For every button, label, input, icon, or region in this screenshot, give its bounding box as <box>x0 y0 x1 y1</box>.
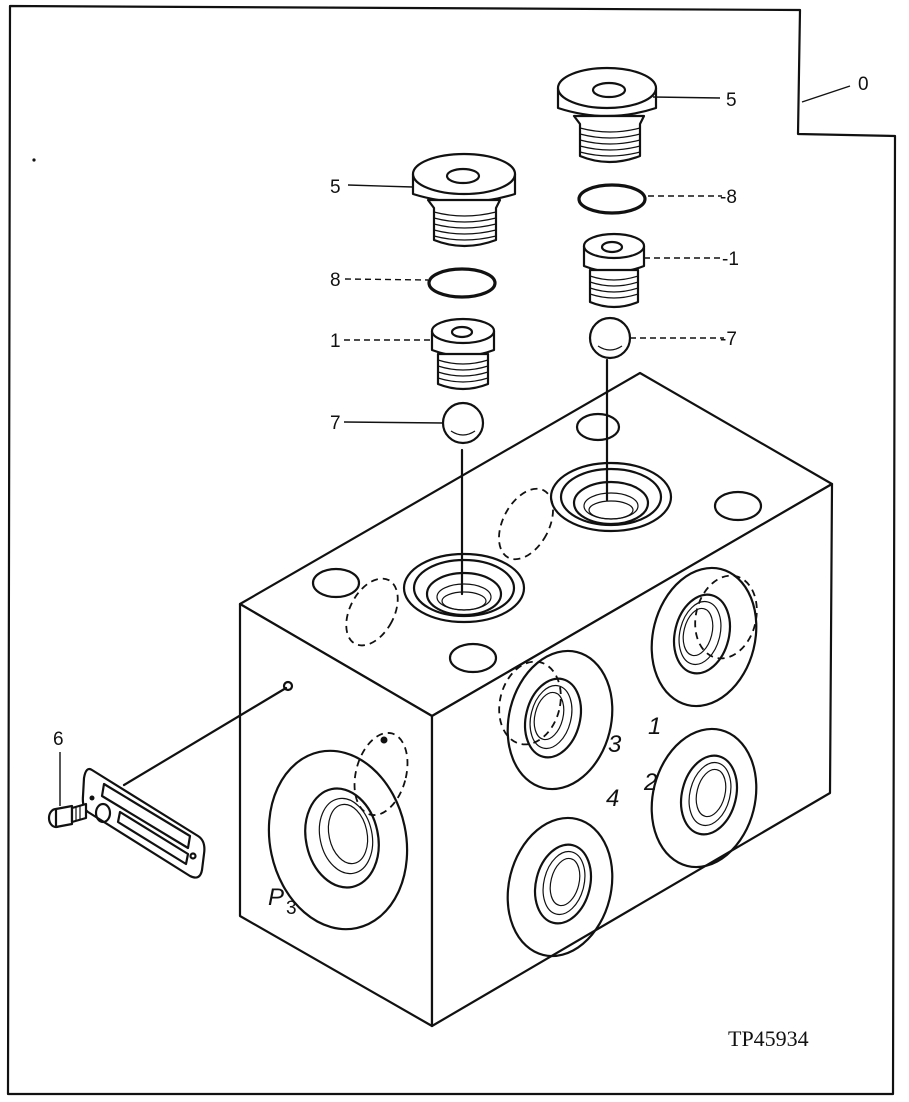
port-3 <box>498 649 614 791</box>
port-3-label: 3 <box>608 731 622 758</box>
ball-right <box>588 316 632 360</box>
callout-5-right: 5 <box>726 90 737 111</box>
port-2-label: 2 <box>643 769 657 796</box>
ball-left <box>441 401 485 445</box>
speck <box>32 158 36 162</box>
drawing-code: TP45934 <box>728 1026 809 1051</box>
port-p3-subscript: 3 <box>286 898 297 919</box>
port-4 <box>506 816 614 958</box>
callout-6: 6 <box>53 729 64 750</box>
callout-assembly: 0 <box>858 74 869 95</box>
callout-5-left: 5 <box>330 177 341 198</box>
plug-small-left <box>430 317 496 391</box>
callout-1-right: -1 <box>722 249 739 270</box>
callout-7-right: -7 <box>720 329 737 350</box>
callout-8-left: 8 <box>330 270 341 291</box>
callout-7-left: 7 <box>330 413 341 434</box>
plug-small-right <box>582 232 646 309</box>
top-port-left <box>402 552 526 624</box>
diagram-frame <box>6 4 897 1096</box>
valve-block <box>238 371 834 1028</box>
top-port-right <box>549 461 673 533</box>
callout-8-right: -8 <box>720 187 737 208</box>
callout-1-left: 1 <box>330 331 341 352</box>
port-4-label: 4 <box>606 785 619 812</box>
leader-lines <box>59 85 851 806</box>
plug-large-right <box>556 66 658 164</box>
oring-right <box>577 183 647 215</box>
port-p3 <box>267 680 409 931</box>
port-1-label: 1 <box>648 713 661 740</box>
port-2 <box>650 727 758 869</box>
plug-large-left <box>411 152 517 248</box>
port-1 <box>650 566 758 708</box>
top-face-holes <box>311 412 763 674</box>
port-p3-label: P <box>268 884 284 911</box>
screw <box>47 795 95 829</box>
oring-left <box>427 267 497 299</box>
name-plate <box>81 686 288 879</box>
